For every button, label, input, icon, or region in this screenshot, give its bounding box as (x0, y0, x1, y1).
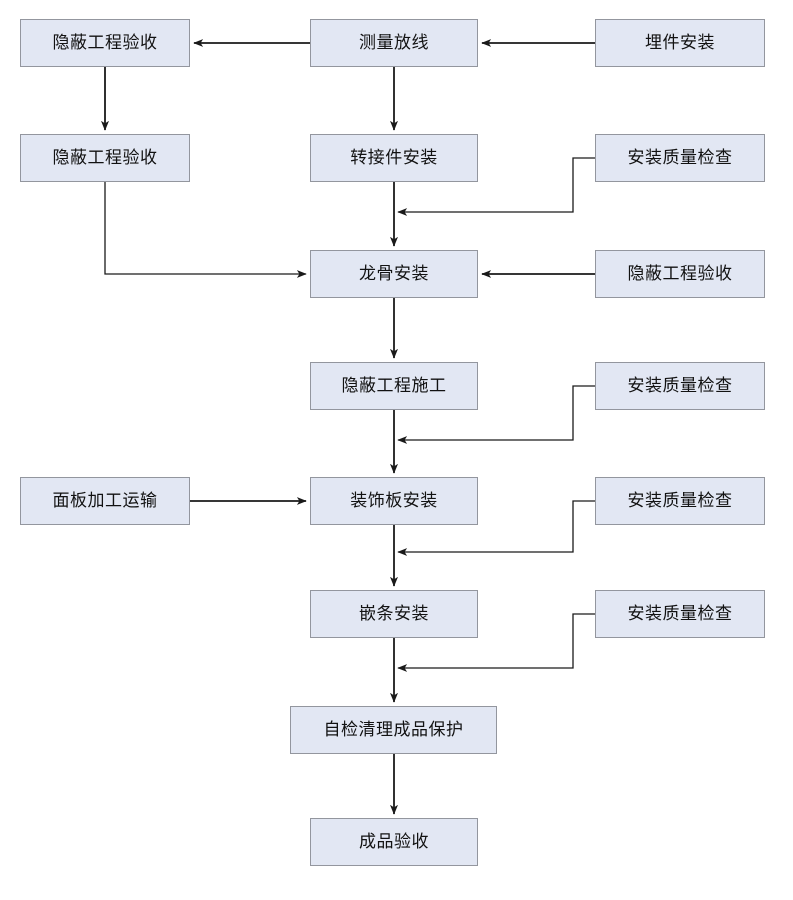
flow-node-label: 装饰板安装 (350, 490, 438, 511)
flow-node-n9[interactable]: 隐蔽工程施工 (310, 362, 478, 410)
flow-node-label: 龙骨安装 (359, 263, 429, 284)
flow-node-label: 安装质量检查 (627, 375, 733, 396)
flow-node-n3[interactable]: 埋件安装 (595, 19, 765, 67)
flow-node-label: 嵌条安装 (359, 603, 429, 624)
flow-node-label: 隐蔽工程施工 (341, 375, 447, 396)
flow-node-label: 转接件安装 (350, 147, 438, 168)
flow-node-n4[interactable]: 隐蔽工程验收 (20, 134, 190, 182)
flow-node-label: 安装质量检查 (627, 490, 733, 511)
flow-node-n11[interactable]: 面板加工运输 (20, 477, 190, 525)
flow-node-label: 测量放线 (359, 32, 429, 53)
flow-node-label: 隐蔽工程验收 (627, 263, 733, 284)
flow-node-n12[interactable]: 装饰板安装 (310, 477, 478, 525)
flow-node-n7[interactable]: 龙骨安装 (310, 250, 478, 298)
flow-node-label: 自检清理成品保护 (323, 719, 464, 740)
flow-node-n14[interactable]: 嵌条安装 (310, 590, 478, 638)
flow-node-label: 安装质量检查 (627, 603, 733, 624)
flow-node-n17[interactable]: 成品验收 (310, 818, 478, 866)
flow-node-n10[interactable]: 安装质量检查 (595, 362, 765, 410)
flow-node-label: 成品验收 (359, 831, 429, 852)
flow-node-label: 安装质量检查 (627, 147, 733, 168)
flow-node-label: 埋件安装 (645, 32, 715, 53)
flow-node-n13[interactable]: 安装质量检查 (595, 477, 765, 525)
flow-node-n8[interactable]: 隐蔽工程验收 (595, 250, 765, 298)
flow-node-label: 面板加工运输 (52, 490, 158, 511)
flow-node-n1[interactable]: 隐蔽工程验收 (20, 19, 190, 67)
flow-node-n2[interactable]: 测量放线 (310, 19, 478, 67)
flow-node-label: 隐蔽工程验收 (52, 147, 158, 168)
flow-node-n5[interactable]: 转接件安装 (310, 134, 478, 182)
flow-edge-n4-to-n7 (104, 182, 307, 278)
flow-node-n6[interactable]: 安装质量检查 (595, 134, 765, 182)
flow-node-n15[interactable]: 安装质量检查 (595, 590, 765, 638)
flow-node-label: 隐蔽工程验收 (52, 32, 158, 53)
flow-node-n16[interactable]: 自检清理成品保护 (290, 706, 497, 754)
